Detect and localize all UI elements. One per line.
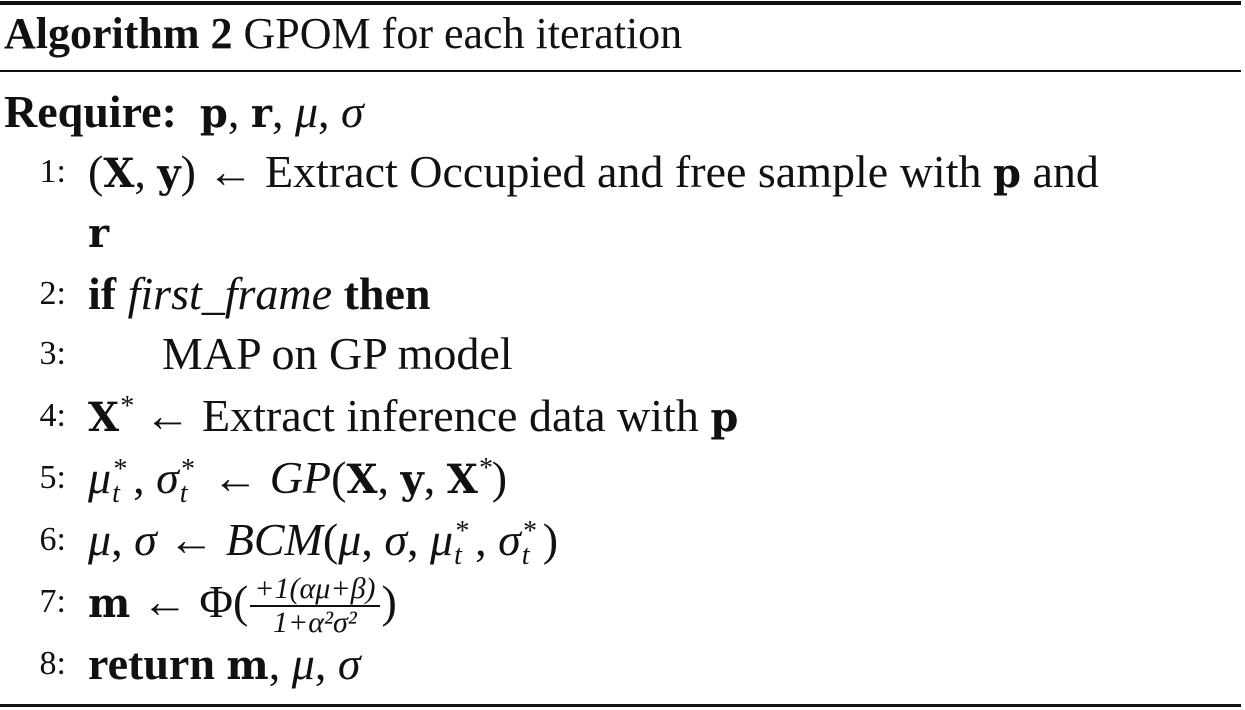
return-m: m bbox=[226, 642, 269, 689]
fn-bcm: BCM bbox=[225, 514, 323, 565]
line-number: 4: bbox=[39, 397, 66, 434]
line-number: 8: bbox=[39, 645, 66, 682]
line-number: 1: bbox=[39, 153, 66, 190]
caption-rule bbox=[0, 70, 1241, 72]
bottom-rule bbox=[0, 704, 1241, 707]
require-label: Require: bbox=[4, 86, 177, 137]
fraction-denominator: 1+α²σ² bbox=[273, 606, 357, 640]
var-p: p bbox=[992, 150, 1021, 197]
line-text: Extract inference data with bbox=[202, 390, 699, 441]
fn-gp: GP bbox=[269, 452, 332, 503]
line-number: 7: bbox=[39, 583, 66, 620]
line-body: m ← Φ(+1(αμ+β)1+α²σ²) bbox=[88, 572, 397, 640]
line-number: 3: bbox=[39, 335, 66, 372]
line-body: if first_frame then bbox=[88, 264, 430, 324]
require-var-p: p bbox=[199, 90, 228, 137]
kw-return: return bbox=[88, 638, 215, 689]
algorithm-caption: Algorithm 2 GPOM for each iteration bbox=[4, 8, 682, 60]
line-body: μ*t, σ*t ← GP(X, y, X*) bbox=[88, 452, 508, 510]
line-body: X* ← Extract inference data with p bbox=[88, 390, 739, 441]
fraction-numerator: +1(αμ+β) bbox=[250, 573, 380, 608]
require-var-mu: μ bbox=[294, 86, 319, 137]
kw-then: then bbox=[343, 268, 431, 319]
kw-if: if bbox=[88, 268, 117, 319]
line-text: MAP on GP model bbox=[162, 328, 513, 379]
require-var-r: r bbox=[250, 90, 272, 137]
line-number: 6: bbox=[39, 521, 66, 558]
var-p: p bbox=[710, 394, 739, 441]
line-text: Extract Occupied and free sample with bbox=[264, 146, 982, 197]
line-body: (X, y) ← Extract Occupied and free sampl… bbox=[88, 146, 1099, 197]
algorithm-label: Algorithm 2 bbox=[4, 9, 233, 58]
line-number: 2: bbox=[39, 275, 66, 312]
line-number: 5: bbox=[39, 459, 66, 496]
fraction: +1(αμ+β)1+α²σ² bbox=[250, 573, 380, 640]
var-r: r bbox=[88, 210, 110, 257]
line-text-and: and bbox=[1032, 146, 1099, 197]
top-rule bbox=[0, 1, 1241, 5]
require-var-sigma: σ bbox=[341, 86, 364, 137]
line-body: μ, σ ← BCM(μ, σ, μ*t, σ*t) bbox=[88, 514, 559, 572]
line-body: return m, μ, σ bbox=[88, 638, 361, 689]
algorithm-title: GPOM for each iteration bbox=[243, 9, 683, 58]
cond-first-frame: first_frame bbox=[127, 268, 333, 319]
